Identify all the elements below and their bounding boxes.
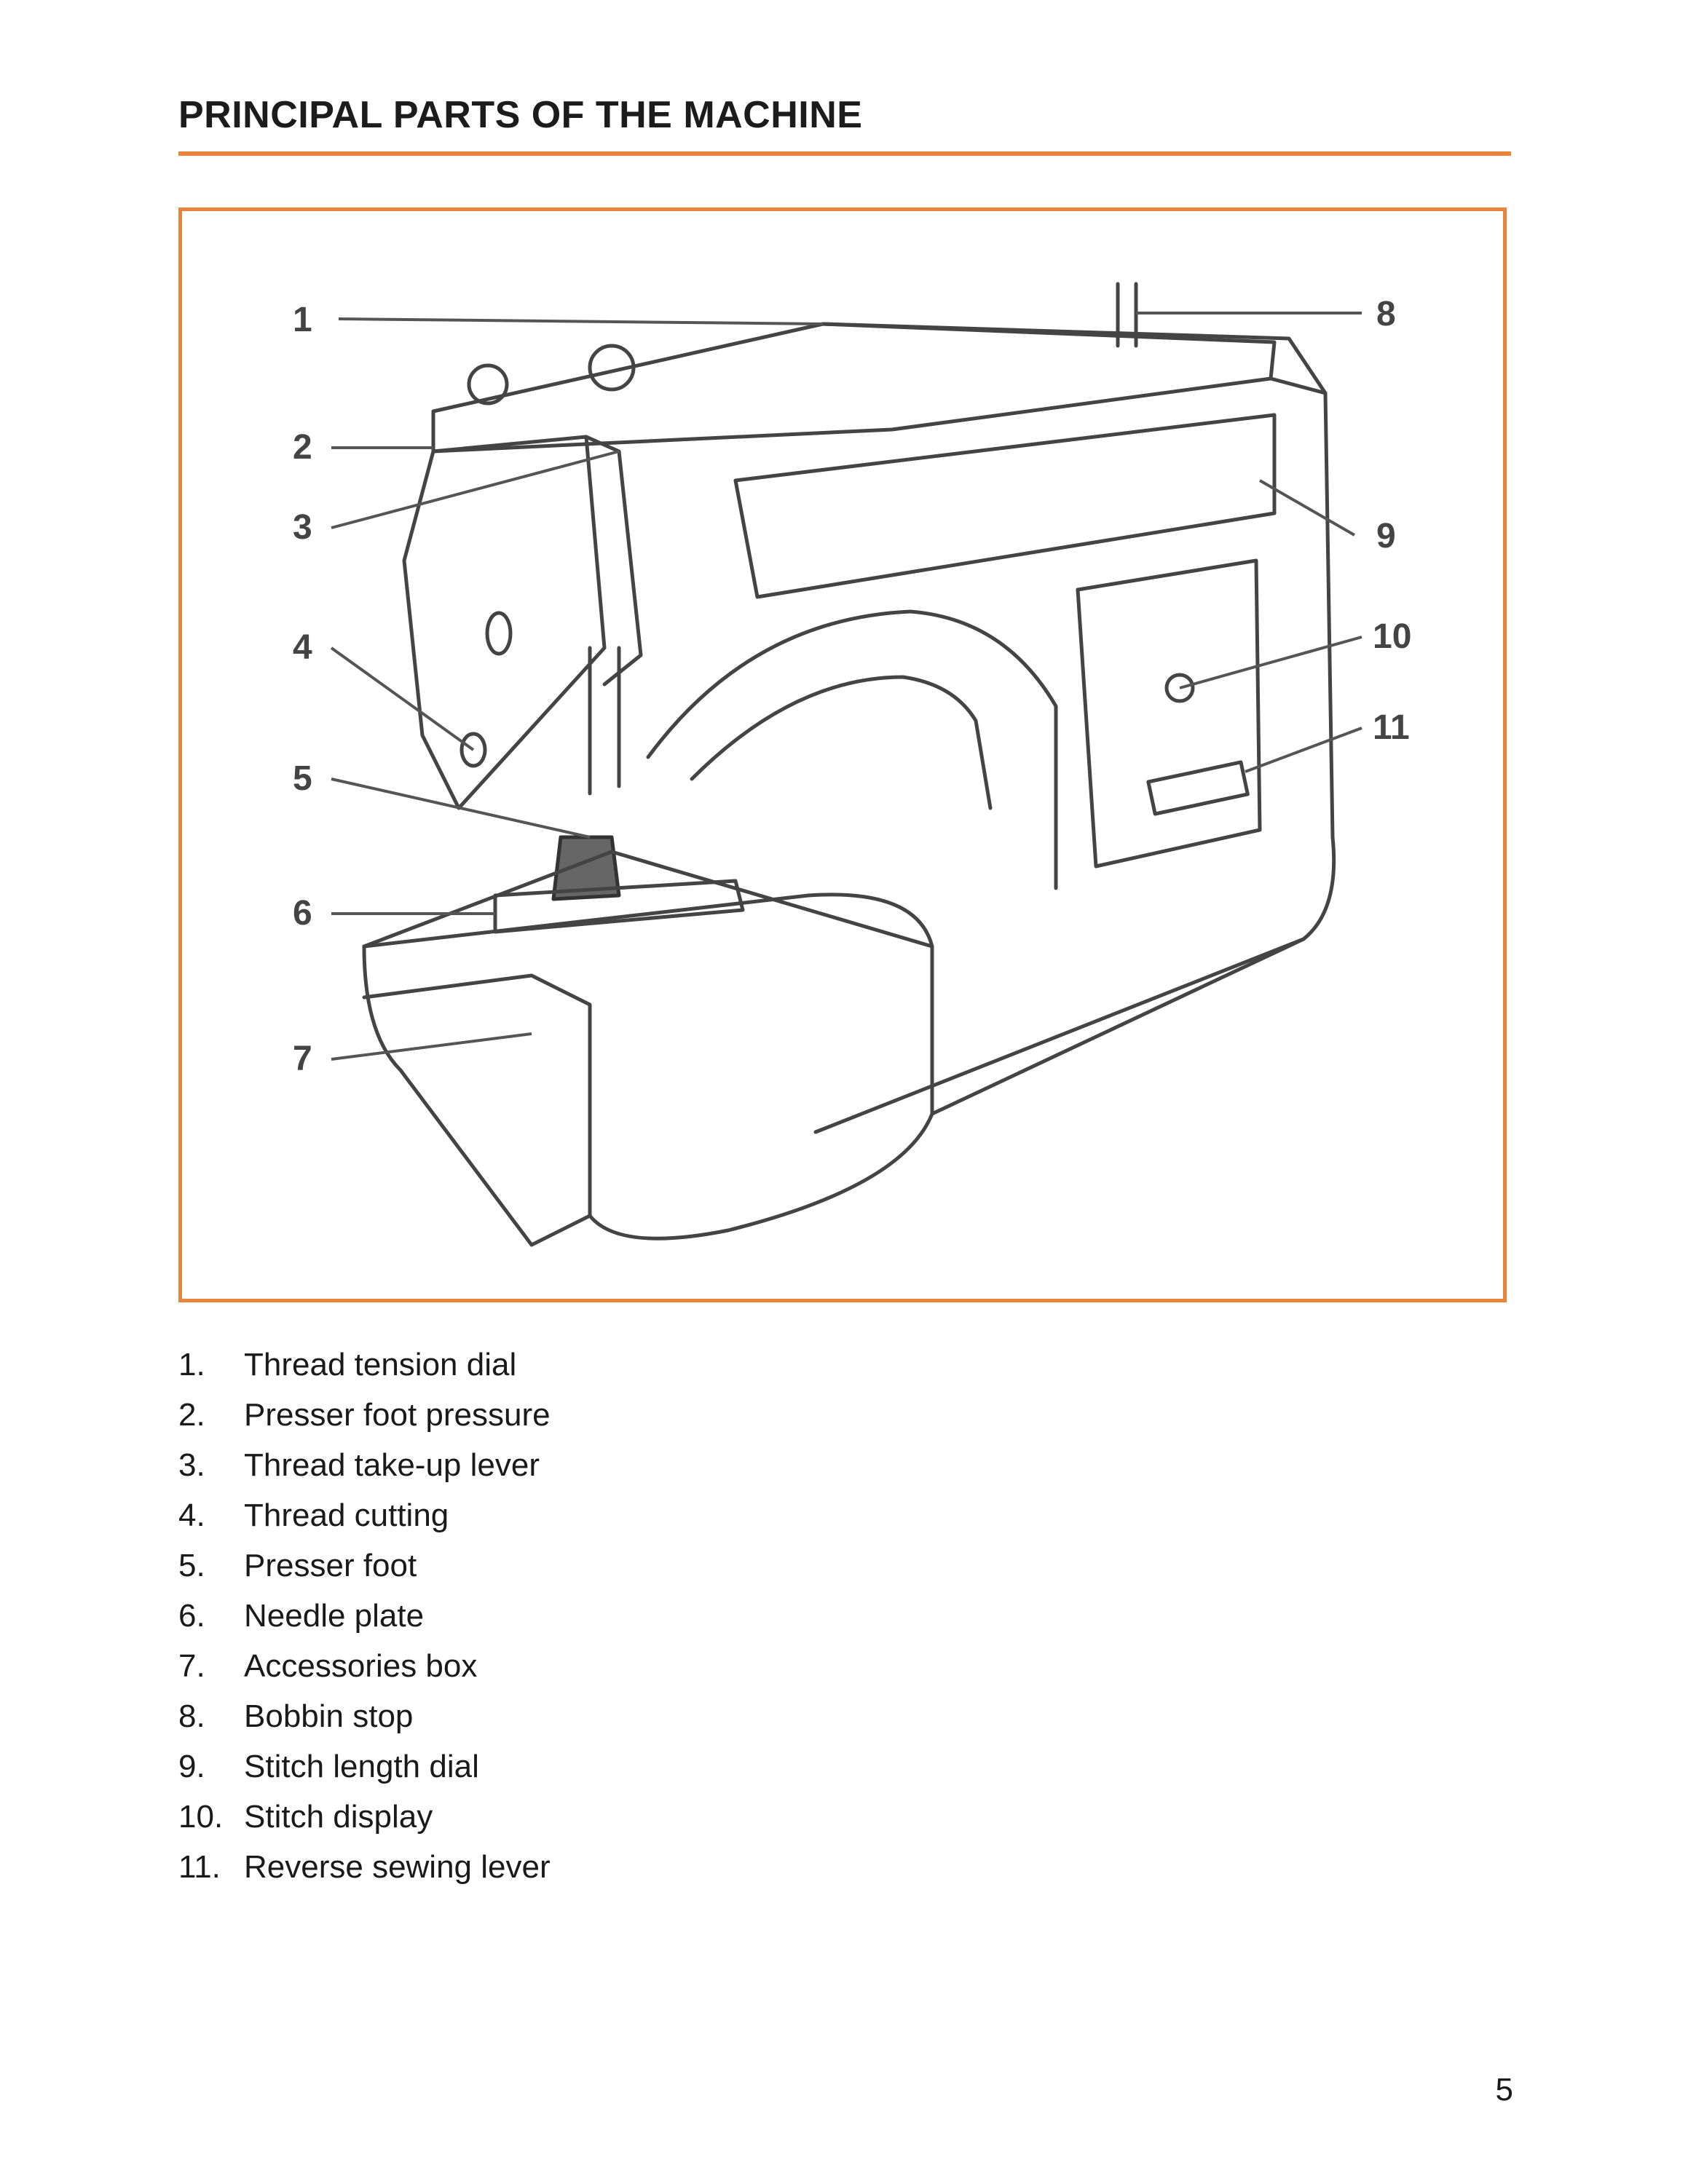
machine-top-edge	[821, 322, 1328, 395]
arm-inner-curve	[690, 675, 993, 810]
leader-4	[330, 646, 475, 751]
top-knob-middle	[588, 344, 636, 392]
right-control-panel	[1076, 558, 1262, 869]
leader-9	[1259, 479, 1355, 537]
leader-1	[338, 317, 824, 325]
thread-cutter	[460, 732, 487, 768]
leader-3	[331, 450, 620, 529]
machine-body-right	[813, 376, 1336, 1134]
stitch-dial-knob	[1164, 673, 1195, 703]
callout-5: 5	[293, 759, 312, 798]
machine-top-cover	[431, 322, 1277, 454]
arm-opening	[646, 609, 1058, 890]
accessories-box	[362, 973, 592, 1218]
head-side-panel	[584, 435, 643, 687]
front-head-panel	[402, 435, 607, 810]
leader-5	[331, 778, 591, 839]
callout-6: 6	[293, 894, 312, 933]
spool-pin	[1116, 282, 1138, 348]
callout-11: 11	[1373, 708, 1410, 747]
leader-10	[1179, 636, 1362, 689]
callout-4: 4	[293, 628, 312, 667]
reverse-lever	[1146, 760, 1250, 816]
sewing-machine-illustration: 1 2 3 4 5 6 7 8 9 10 11	[293, 282, 1411, 1247]
callout-3: 3	[293, 508, 312, 547]
presser-foot	[551, 835, 621, 901]
callout-10: 10	[1373, 617, 1411, 656]
free-arm-base	[362, 893, 934, 1247]
leader-7	[331, 1032, 532, 1061]
callout-7: 7	[293, 1040, 312, 1078]
leader-11	[1245, 727, 1362, 773]
machine-base	[930, 937, 1306, 1116]
arm-display-window	[733, 413, 1277, 599]
free-arm-top	[362, 850, 934, 949]
top-knob-left	[467, 363, 509, 405]
head-dial	[485, 611, 513, 656]
page-title: PRINCIPAL PARTS OF THE MACHINE	[178, 94, 863, 136]
title-underline	[178, 151, 1511, 156]
callout-2: 2	[293, 428, 312, 467]
page-number: 5	[1495, 2072, 1513, 2108]
needle-bar	[588, 646, 621, 796]
callout-8: 8	[1376, 295, 1396, 333]
machine-figure: 1 2 3 4 5 6 7 8 9 10 11	[178, 207, 1507, 1302]
needle-plate	[493, 879, 745, 934]
callout-9: 9	[1376, 517, 1396, 555]
callout-1: 1	[293, 301, 312, 339]
